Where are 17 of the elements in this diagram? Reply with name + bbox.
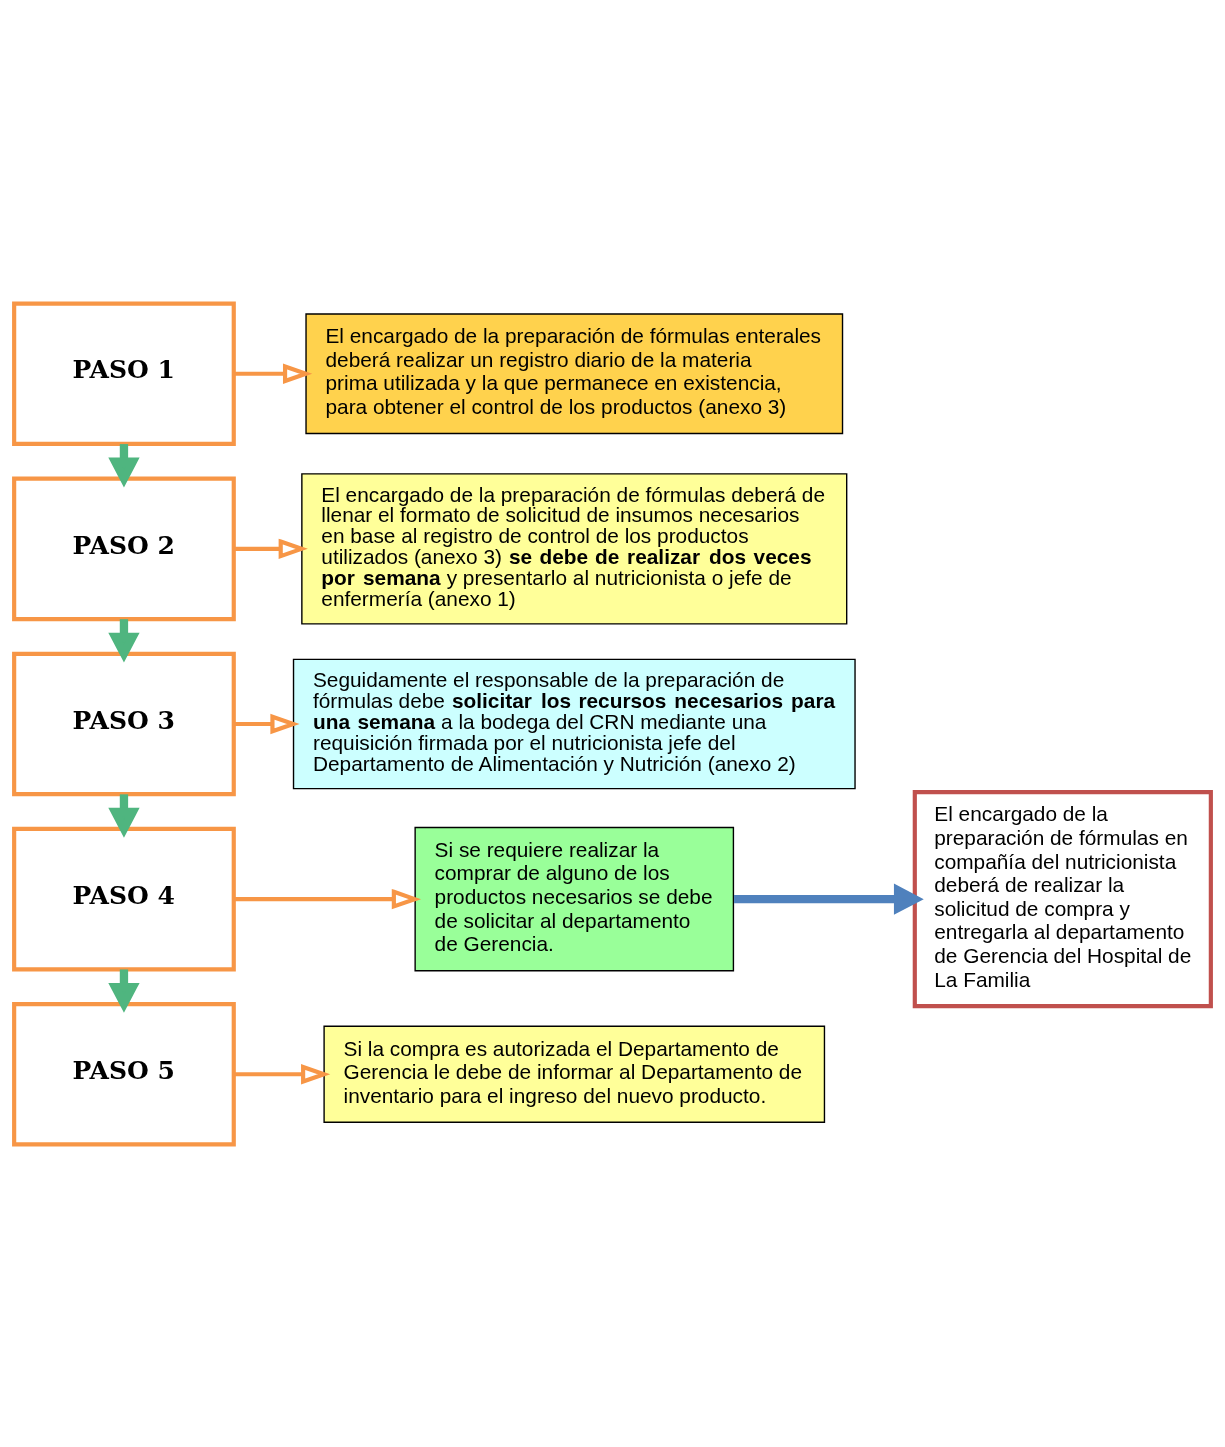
node-box: Si se requiere realizar la comprar de alguno de los productos necesarios se debe de solicitar al departamento de Gerencia. [414,826,735,971]
arrow [234,888,422,909]
arrow [234,713,300,734]
node-box: El encargado de la preparación de fórmulas en compañía del nutricionista deberá de realizar la solicitud de compra y entregarla al departamento de Gerencia del Hospital de La Familia [912,789,1213,1008]
node-box: Si la compra es autorizada el Departamento de Gerencia le debe de informar al Departamento de inventario para el ingreso del nuevo producto. [323,1025,826,1123]
node-box: El encargado de la preparación de fórmulas deberá de llenar el formato de solicitud de insumos necesarios en base al registro de control de los productos utilizados (anexo 3) se debe de realizar dos veces por semana y presentarlo al nutricionista o jefe de enfermería (anexo 1) [301,472,848,625]
arrow [234,538,308,559]
arrow [234,363,313,384]
node-box: PASO 2 [12,476,236,621]
node-box: Seguidamente el responsable de la preparación de fórmulas debe solicitar los recursos necesarios para una semana a la bodega del CRN mediante una requisición firmada por el nutricionista jefe del Departamento de Alimentación y Nutrición (anexo 2) [292,658,856,789]
node-box: PASO 5 [12,1001,236,1147]
node-box: PASO 3 [12,651,236,796]
arrow [234,1063,331,1084]
node-box: PASO 1 [12,300,236,446]
arrow [734,882,924,915]
node-box: El encargado de la preparación de fórmulas enterales deberá realizar un registro diario de la materia prima utilizada y la que permanece en existencia, para obtener el control de los productos (anexo 3) [305,312,844,434]
node-box: PASO 4 [12,826,236,971]
